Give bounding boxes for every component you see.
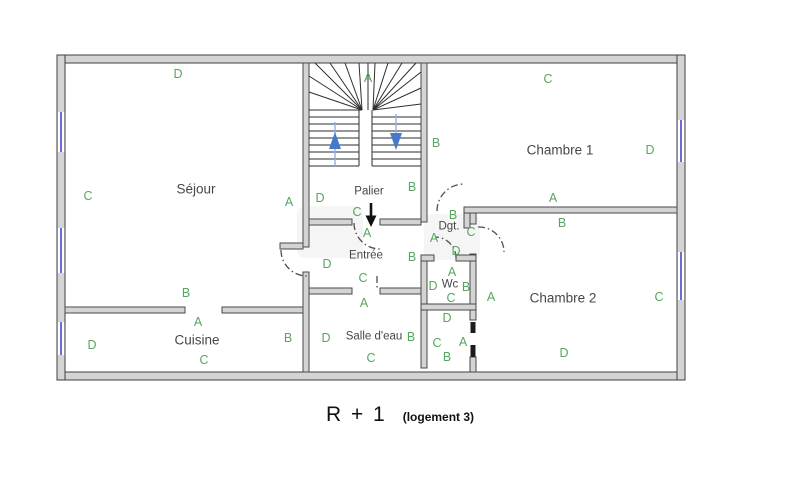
room-label-wc: Wc: [441, 278, 459, 291]
stair-up-arrow: [329, 122, 341, 166]
room-label-palier: Palier: [354, 185, 384, 198]
wall-label-closet-top: D: [442, 310, 452, 325]
wall-label-palier-right: B: [407, 179, 417, 194]
interior-walls: [64, 62, 678, 373]
room-label-chambre2: Chambre 2: [529, 290, 597, 306]
wall-label-sejour-top: D: [173, 66, 183, 81]
door-arc-chambre2: [477, 226, 505, 253]
floor-level-label: R + 1: [325, 403, 387, 426]
door-arc-chambre1: [436, 183, 465, 212]
wall-label-cuisine-top: A: [193, 314, 203, 329]
wall-label-chambre2-top: B: [557, 215, 567, 230]
door-arc-wc: [434, 236, 457, 259]
wall-label-entree-left: D: [322, 256, 332, 271]
window-sejour-1: [57, 112, 65, 152]
wall-label-closet-right: A: [458, 334, 468, 349]
door-arc-palier-entree: [353, 222, 381, 250]
windows: [57, 112, 685, 355]
caption: R + 1 (logement 3): [0, 403, 800, 427]
window-cuisine: [57, 322, 65, 355]
wall-label-cuisine-right: B: [283, 330, 293, 345]
wall-label-chambre1-right: D: [645, 142, 655, 157]
wall-label-sejour-left: C: [83, 188, 93, 203]
outer-walls: [56, 54, 686, 381]
stair-winder-left: [308, 62, 363, 111]
wall-label-salle-deau-right: B: [406, 329, 416, 344]
room-label-dgt: Dgt.: [438, 220, 460, 233]
wall-label-closet-bottom: B: [442, 349, 452, 364]
wall-label-chambre2-right: C: [654, 289, 664, 304]
wall-label-sejour-right: A: [284, 194, 294, 209]
wall-label-chambre2-bottom: D: [559, 345, 569, 360]
wall-label-dgt-top: B: [448, 207, 458, 222]
wall-label-palier-bottom: C: [352, 204, 362, 219]
wall-label-sejour-bottom: B: [181, 285, 191, 300]
stair-treads-left: [309, 116, 359, 167]
wall-label-chambre1-bottom: A: [548, 190, 558, 205]
window-chambre2: [677, 252, 685, 300]
stair-winder-right: [372, 62, 422, 111]
wall-label-cuisine-bottom: C: [199, 352, 209, 367]
wall-label-wc-left: D: [428, 278, 438, 293]
wall-label-wc-top: A: [447, 264, 457, 279]
wall-label-chambre1-top: C: [543, 71, 553, 86]
wall-label-dgt-bottom: D: [451, 243, 461, 258]
wall-label-wc-right: B: [461, 279, 471, 294]
palier-direction-arrow: [365, 203, 377, 227]
wall-label-cuisine-left: D: [87, 337, 97, 352]
wall-label-entree-bottom: C: [358, 270, 368, 285]
wall-label-salle-deau-bottom: C: [366, 350, 376, 365]
wall-label-salle-deau-left: D: [321, 330, 331, 345]
window-sejour-2: [57, 228, 65, 273]
wall-label-dgt-left: A: [429, 230, 439, 245]
wall-label-salle-deau-top: A: [359, 295, 369, 310]
room-label-chambre1: Chambre 1: [526, 142, 594, 158]
wall-label-dgt-right: C: [466, 224, 476, 239]
door-arc-sejour: [280, 249, 308, 277]
stair-down-arrow: [390, 114, 402, 150]
wall-label-chambre1-left: B: [431, 135, 441, 150]
wall-label-entree-top: A: [362, 225, 372, 240]
wall-label-palier-left: D: [315, 190, 325, 205]
wall-label-closet-left: C: [432, 335, 442, 350]
wall-label-wc-bottom: C: [446, 290, 456, 305]
room-label-cuisine: Cuisine: [174, 332, 220, 348]
door-arcs: [280, 183, 505, 290]
room-label-entree: Entrée: [349, 249, 383, 262]
room-label-salle-deau: Salle d'eau: [345, 330, 403, 343]
wall-label-entree-right: B: [407, 249, 417, 264]
closet-door-jambs: [470, 322, 476, 357]
room-label-sejour: Séjour: [176, 181, 216, 197]
wall-label-palier-top: A: [363, 70, 373, 85]
wall-label-chambre2-left: A: [486, 289, 496, 304]
unit-note-label: (logement 3): [402, 410, 475, 424]
window-chambre1: [677, 120, 685, 162]
